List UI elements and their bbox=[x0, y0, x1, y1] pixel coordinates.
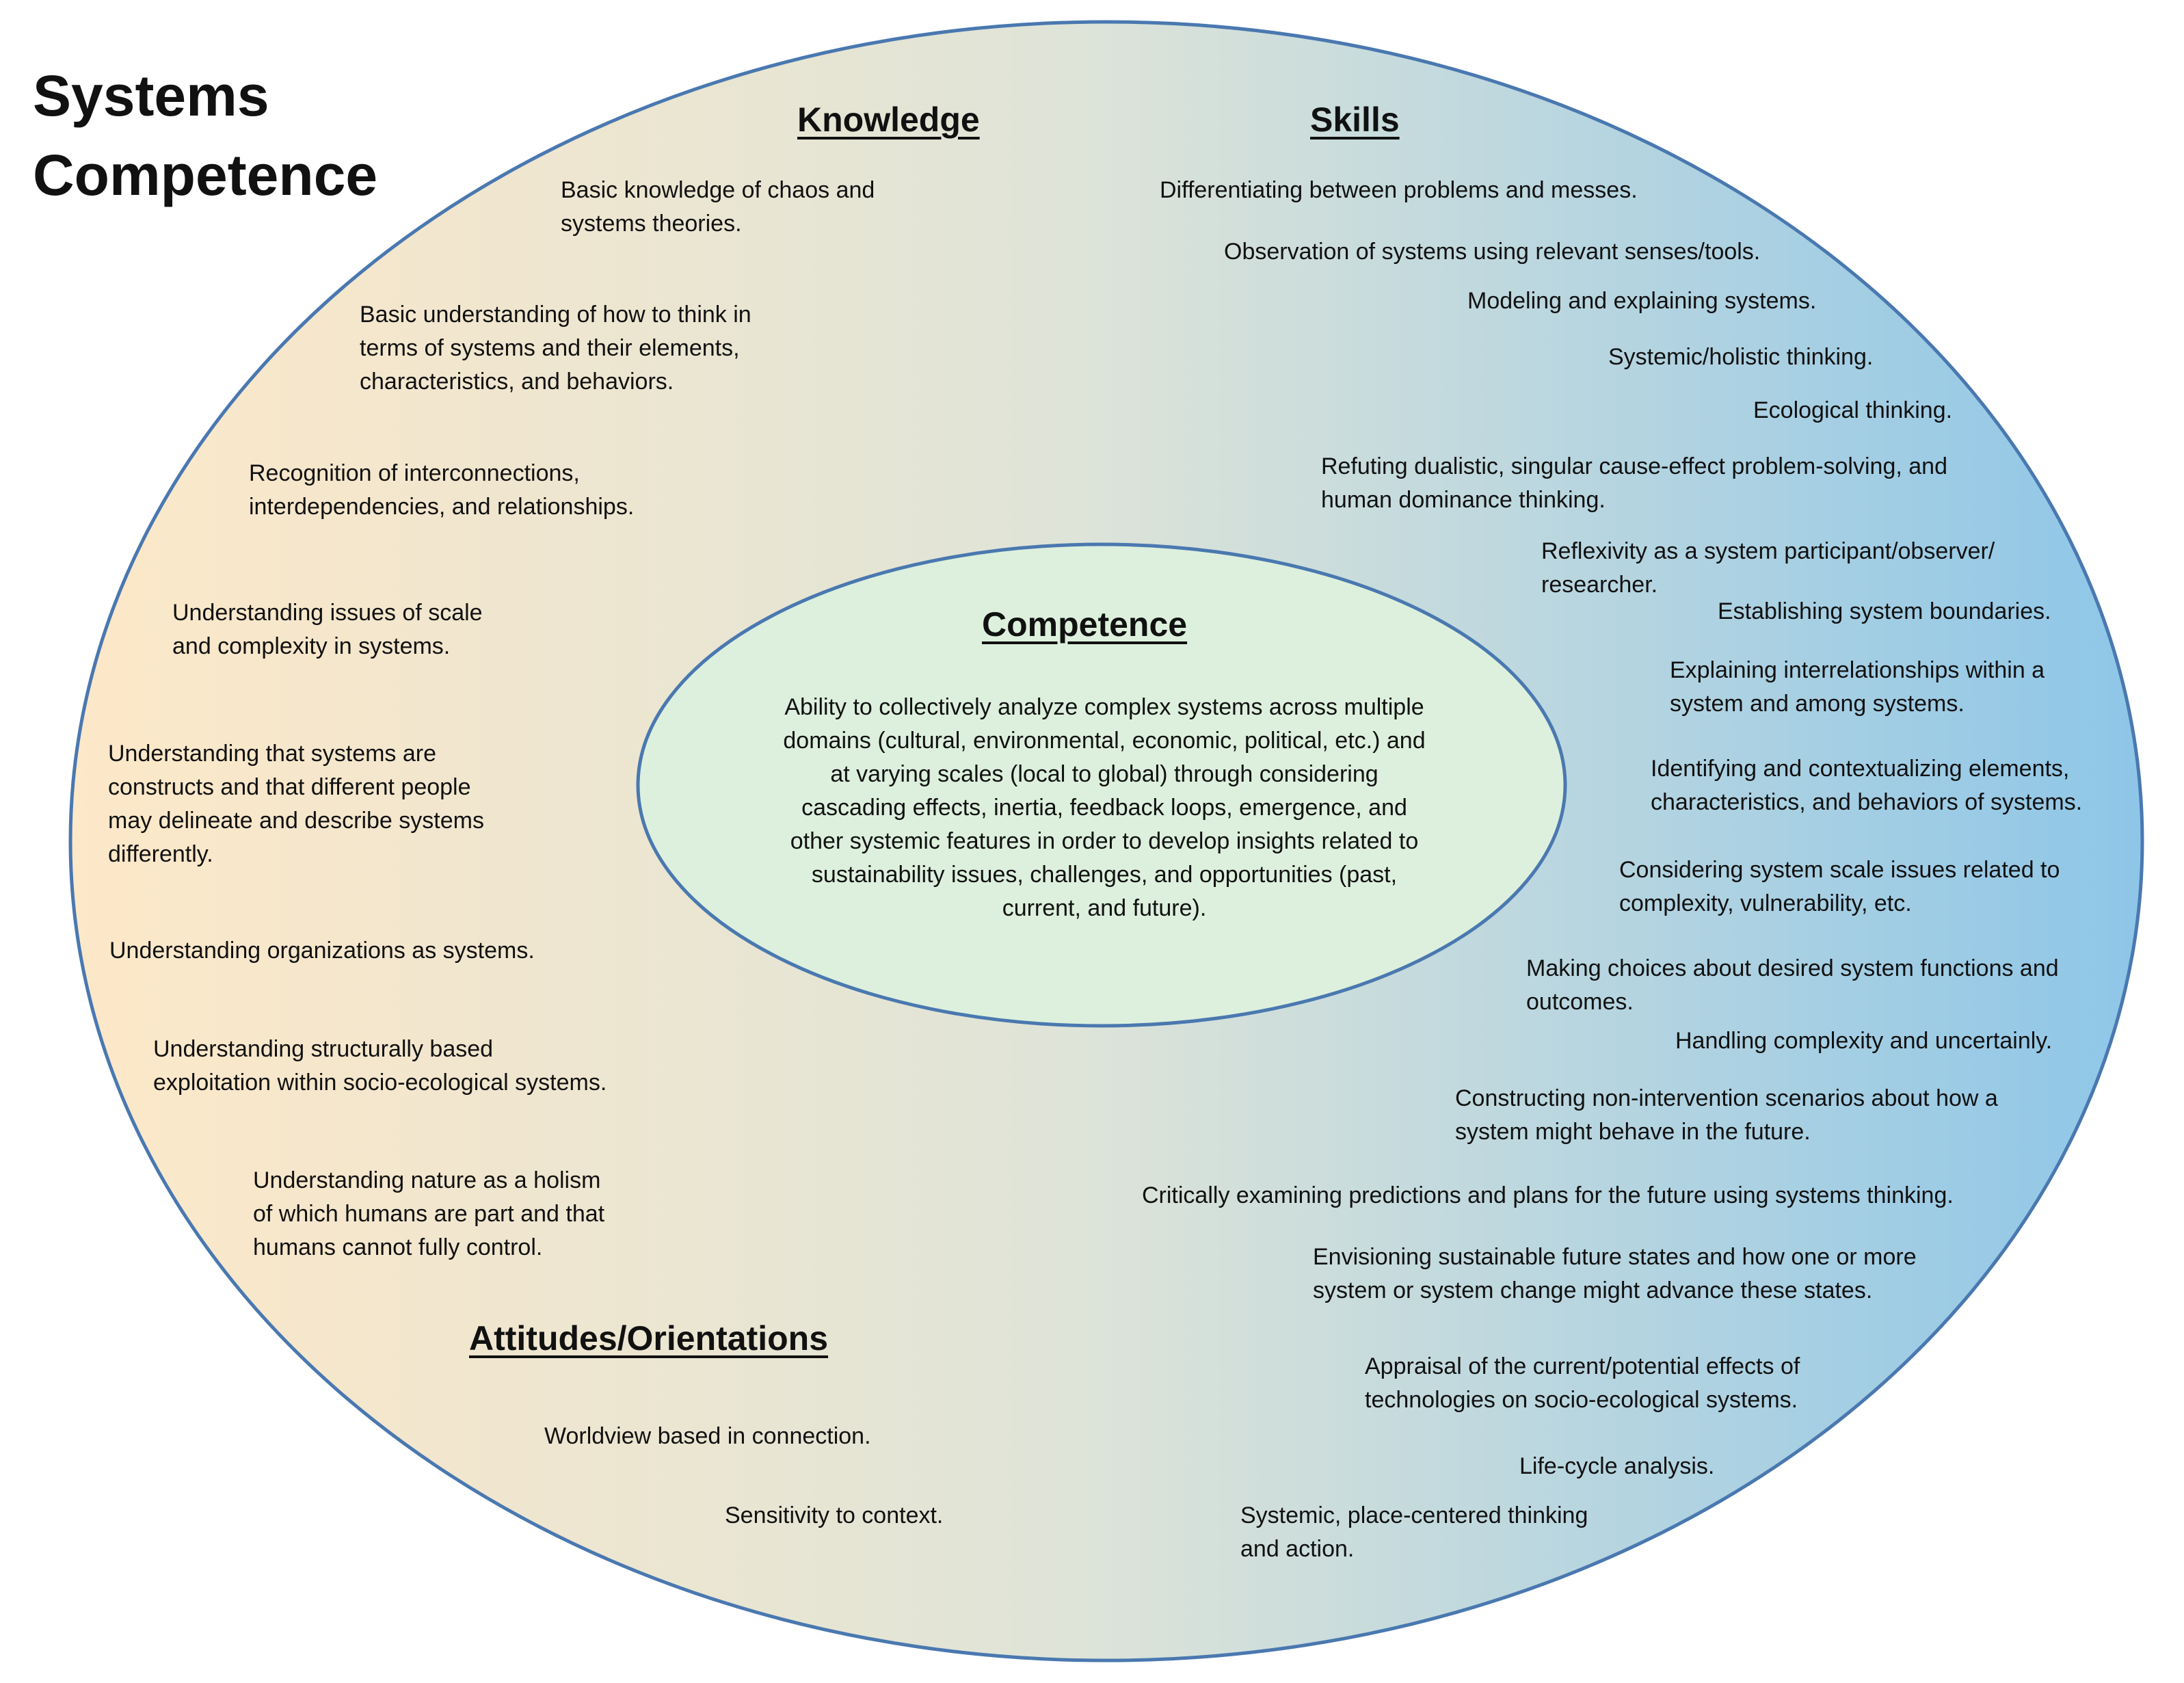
knowledge-heading: Knowledge bbox=[797, 101, 980, 139]
knowledge-item: Recognition of interconnections, interde… bbox=[249, 460, 635, 520]
skills-item: Differentiating between problems and mes… bbox=[1160, 177, 1638, 203]
attitudes-item: Sensitivity to context. bbox=[725, 1502, 944, 1528]
skills-item: Reflexivity as a system participant/obse… bbox=[1541, 538, 1995, 598]
title-line-2: Competence bbox=[33, 143, 378, 207]
skills-item: Considering system scale issues related … bbox=[1619, 857, 2060, 916]
skills-item: Identifying and contextualizing elements… bbox=[1651, 756, 2083, 815]
attitudes-item: Worldview based in connection. bbox=[544, 1423, 871, 1449]
skills-item: Refuting dualistic, singular cause-effec… bbox=[1321, 453, 1947, 513]
skills-item: Envisioning sustainable future states an… bbox=[1313, 1244, 1917, 1303]
skills-item: Life-cycle analysis. bbox=[1519, 1453, 1715, 1479]
skills-item: Modeling and explaining systems. bbox=[1467, 288, 1817, 314]
competence-ellipse bbox=[636, 542, 1567, 1028]
knowledge-item: Understanding nature as a holism of whic… bbox=[253, 1167, 605, 1260]
knowledge-item: Understanding issues of scale and comple… bbox=[172, 600, 483, 659]
skills-item: Systemic, place-centered thinking and ac… bbox=[1240, 1502, 1588, 1562]
skills-item: Observation of systems using relevant se… bbox=[1224, 239, 1761, 265]
skills-item: Establishing system boundaries. bbox=[1718, 598, 2051, 624]
skills-item: Handling complexity and uncertainly. bbox=[1675, 1028, 2053, 1054]
skills-item: Ecological thinking. bbox=[1753, 397, 1953, 423]
skills-item: Constructing non-intervention scenarios … bbox=[1455, 1085, 1998, 1145]
attitudes-heading: Attitudes/Orientations bbox=[469, 1319, 829, 1357]
competence-description: Ability to collectively analyze complex … bbox=[783, 694, 1426, 921]
competence-heading: Competence bbox=[982, 605, 1188, 644]
skills-item: Critically examining predictions and pla… bbox=[1142, 1182, 1954, 1208]
skills-item: Appraisal of the current/potential effec… bbox=[1365, 1353, 1800, 1413]
knowledge-item: Understanding organizations as systems. bbox=[109, 938, 535, 964]
knowledge-item: Basic knowledge of chaos and systems the… bbox=[561, 177, 875, 237]
skills-heading: Skills bbox=[1310, 101, 1400, 139]
skills-item: Making choices about desired system func… bbox=[1526, 955, 2059, 1015]
knowledge-item: Basic understanding of how to think in t… bbox=[360, 302, 751, 395]
skills-item: Systemic/holistic thinking. bbox=[1608, 344, 1874, 370]
diagram-title: Systems Competence bbox=[33, 56, 377, 215]
knowledge-item: Understanding that systems are construct… bbox=[108, 741, 484, 867]
knowledge-item: Understanding structurally based exploit… bbox=[153, 1036, 607, 1096]
skills-item: Explaining interrelationships within a s… bbox=[1670, 657, 2045, 717]
title-line-1: Systems bbox=[33, 64, 269, 128]
